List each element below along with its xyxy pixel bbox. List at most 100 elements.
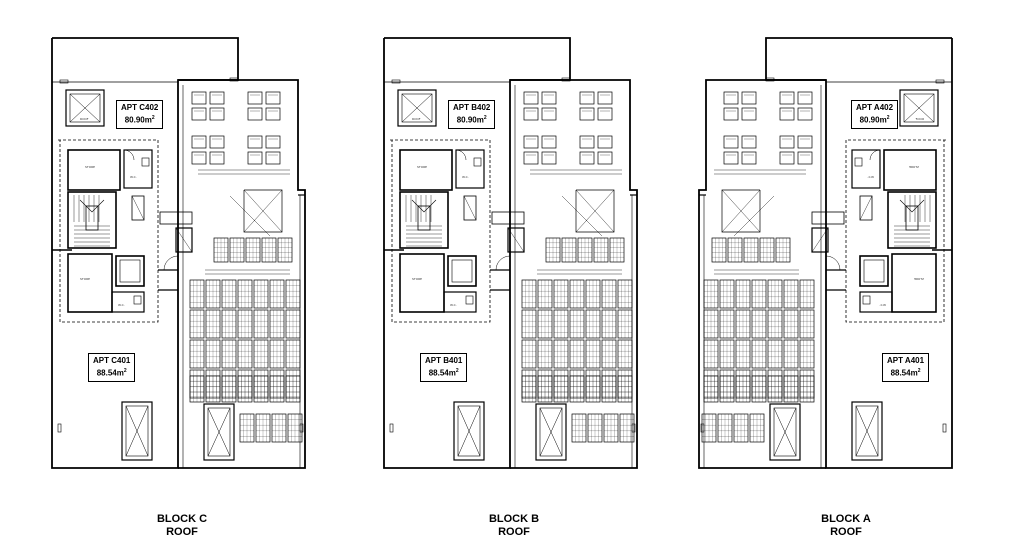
drain-mark: [389, 423, 394, 433]
solar-heaters-heater: [579, 151, 595, 165]
drain-mark: [561, 77, 571, 82]
solar-heaters-heater: [597, 135, 613, 149]
apt-c402-label: APT C402 80.90m2: [116, 100, 164, 129]
roof-hatch-bottom-left-inner: [125, 405, 149, 457]
skylight-ridge: [733, 195, 775, 237]
lift-car: [863, 259, 885, 283]
lower-wc-note: W.C.: [450, 303, 457, 307]
corridor-box: [491, 211, 525, 225]
upper-room-note: STORE: [909, 165, 919, 169]
apt-a401-label: APT A401 88.54m2: [882, 353, 930, 382]
drain-mark: [59, 79, 69, 84]
solar-heaters-heater: [523, 107, 539, 121]
upper-wc: [123, 149, 153, 189]
lower-wc: [859, 291, 893, 313]
door-swing: [123, 149, 135, 161]
roof-hatch-bottom-right-inner: [207, 407, 231, 457]
solar-heaters-heater: [797, 135, 813, 149]
apt-b402-label: APT B402 80.90m2: [448, 100, 496, 129]
roof-hatch-top: [65, 89, 105, 127]
lift-shaft: [447, 255, 477, 287]
wc-fixture: [133, 295, 142, 305]
roof-hatch-bottom-right-inner: [773, 407, 797, 457]
solar-heaters-heater: [247, 91, 263, 105]
solar-heaters-heater: [797, 107, 813, 121]
solar-heaters-heater: [523, 91, 539, 105]
lift-car: [451, 259, 473, 283]
solar-heaters-heater: [541, 151, 557, 165]
roof-hatch-bottom-right-diag-b: [773, 407, 797, 457]
solar-heaters-heater: [265, 107, 281, 121]
solar-heaters-heater: [541, 135, 557, 149]
solar-heaters-heater: [265, 151, 281, 165]
solar-heaters-heater: [209, 91, 225, 105]
upper-room: [883, 149, 937, 191]
roof-hatch-bottom-right: [535, 403, 567, 461]
duct-shaft: [859, 195, 873, 221]
roof-hatch-bottom-left: [851, 401, 883, 461]
solar-heaters-heater: [191, 151, 207, 165]
skylight-ridge: [561, 195, 603, 237]
roof-hatch-top-inner: [69, 93, 101, 123]
stair-arrow: [411, 199, 437, 213]
service-diag: [507, 227, 525, 253]
lower-room: [399, 253, 445, 313]
solar-heaters-heater: [741, 135, 757, 149]
duct-shaft: [463, 195, 477, 221]
door-swing: [825, 255, 841, 271]
lift-shaft: [115, 255, 145, 287]
duct-diag: [131, 195, 145, 221]
wc-fixture: [465, 295, 474, 305]
building-outline-right: [510, 79, 638, 469]
stair-well: [85, 205, 99, 231]
wc-fixture: [854, 157, 863, 167]
solar-heaters-heater: [209, 107, 225, 121]
roof-hatch-bottom-right-diag-b: [539, 407, 563, 457]
roof-hatch-bottom-left-inner: [457, 405, 481, 457]
service-shaft: [507, 227, 525, 253]
drain-mark: [700, 423, 705, 433]
lower-wc: [443, 291, 477, 313]
solar-heaters-heater: [597, 151, 613, 165]
solar-heaters-heater: [779, 91, 795, 105]
solar-heaters-heater: [247, 107, 263, 121]
block-b-caption: BLOCK B ROOF: [488, 513, 540, 538]
solar-heaters-heater: [797, 91, 813, 105]
lower-room: [67, 253, 113, 313]
door-swing: [869, 149, 881, 161]
roof-hatch-top: [397, 89, 437, 127]
wc-fixture: [141, 157, 150, 167]
solar-heaters-heater: [779, 151, 795, 165]
lift-car: [119, 259, 141, 283]
hatch-note: ROOF: [915, 117, 924, 121]
corridor-box: [811, 211, 845, 225]
stair-arrow: [899, 199, 925, 213]
solar-heaters-heater: [209, 135, 225, 149]
solar-heaters-heater: [741, 151, 757, 165]
drain-mark: [299, 423, 304, 433]
lower-wc-note: W.C.: [118, 303, 125, 307]
solar-heaters-heater: [191, 107, 207, 121]
roof-hatch-top-inner: [903, 93, 935, 123]
solar-heaters-heater: [741, 91, 757, 105]
service-shaft: [175, 227, 193, 253]
solar-heaters-heater: [579, 135, 595, 149]
drain-mark: [57, 423, 62, 433]
solar-heaters-heater: [523, 135, 539, 149]
solar-heaters-heater: [779, 135, 795, 149]
door-swing: [495, 255, 511, 271]
roof-hatch-bottom-left-inner: [855, 405, 879, 457]
lower-room: [891, 253, 937, 313]
door-swing: [455, 149, 467, 161]
roof-hatch-top-diag-b: [401, 93, 433, 123]
skylight-diag: [243, 189, 283, 233]
wc-fixture: [473, 157, 482, 167]
upper-wc-note: W.C.: [462, 175, 469, 179]
duct-diag: [859, 195, 873, 221]
